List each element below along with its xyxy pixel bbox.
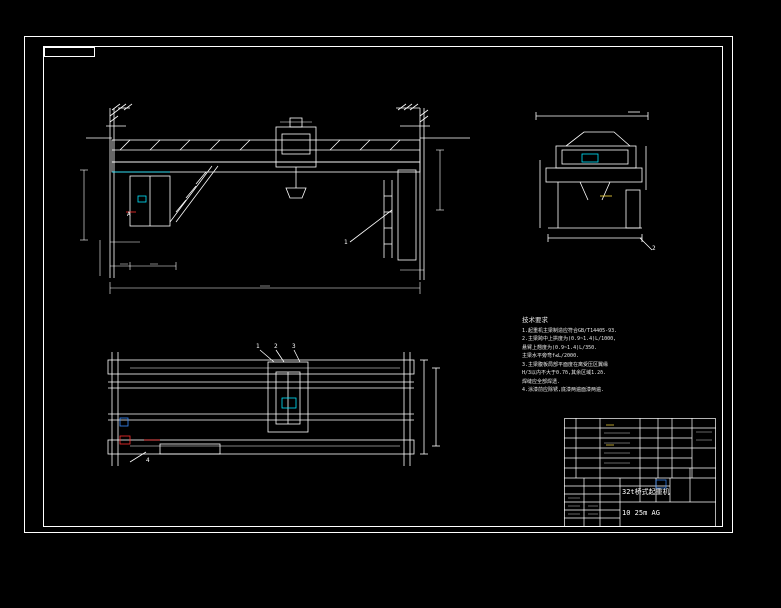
callout-plan-2-label: 2 <box>274 343 278 350</box>
callout-plan-3-label: 3 <box>292 343 296 350</box>
right-ladder <box>349 169 417 261</box>
left-stair <box>129 165 219 227</box>
side-view <box>535 111 653 251</box>
sheet-border <box>24 36 733 533</box>
note-line: 4.涂漆前应除锈,底漆两遍面漆两遍. <box>522 387 605 393</box>
callout-plan-4-label: 4 <box>146 457 150 464</box>
technical-requirements: 技术要求 1.起重机主梁制造应符合GB/T14405-93. 2.主梁跨中上拱度… <box>522 316 622 395</box>
note-line: 悬臂上翘度为(0.9~1.4)L/350. <box>522 344 598 351</box>
elevation-dim-marks <box>120 263 270 287</box>
notes-title: 技术要求 <box>522 316 548 324</box>
callout-side-2-label: 2 <box>652 245 656 252</box>
drawing-subtitle: 10 25m AG <box>622 509 660 517</box>
note-line: 3.主梁腹板局部平面度在离受压区翼缘 <box>522 361 609 368</box>
right-wall-hatch <box>396 103 430 280</box>
note-line: 焊缝应全部焊透. <box>522 378 561 385</box>
note-line: H/3以内不大于0.7δ,其余区域1.2δ. <box>522 370 607 376</box>
note-line: 主梁水平旁弯f≤L/2000. <box>522 353 580 359</box>
callout-1-label: 1 <box>344 239 348 246</box>
callout-plan-1-label: 1 <box>256 343 260 350</box>
drawing-title: 32t桥式起重机 <box>622 488 670 496</box>
callout-a-label: A <box>127 211 131 218</box>
note-line: 1.起重机主梁制造应符合GB/T14405-93. <box>522 327 618 334</box>
elevation-dimensions <box>80 121 444 294</box>
plan-view <box>107 349 440 466</box>
girder-truss <box>119 139 401 151</box>
front-elevation-view <box>80 103 470 294</box>
title-block <box>564 418 716 527</box>
trolley <box>275 117 317 199</box>
note-line: 2.主梁跨中上拱度为(0.9~1.4)L/1000, <box>522 336 617 342</box>
left-wall-hatch <box>106 103 133 278</box>
